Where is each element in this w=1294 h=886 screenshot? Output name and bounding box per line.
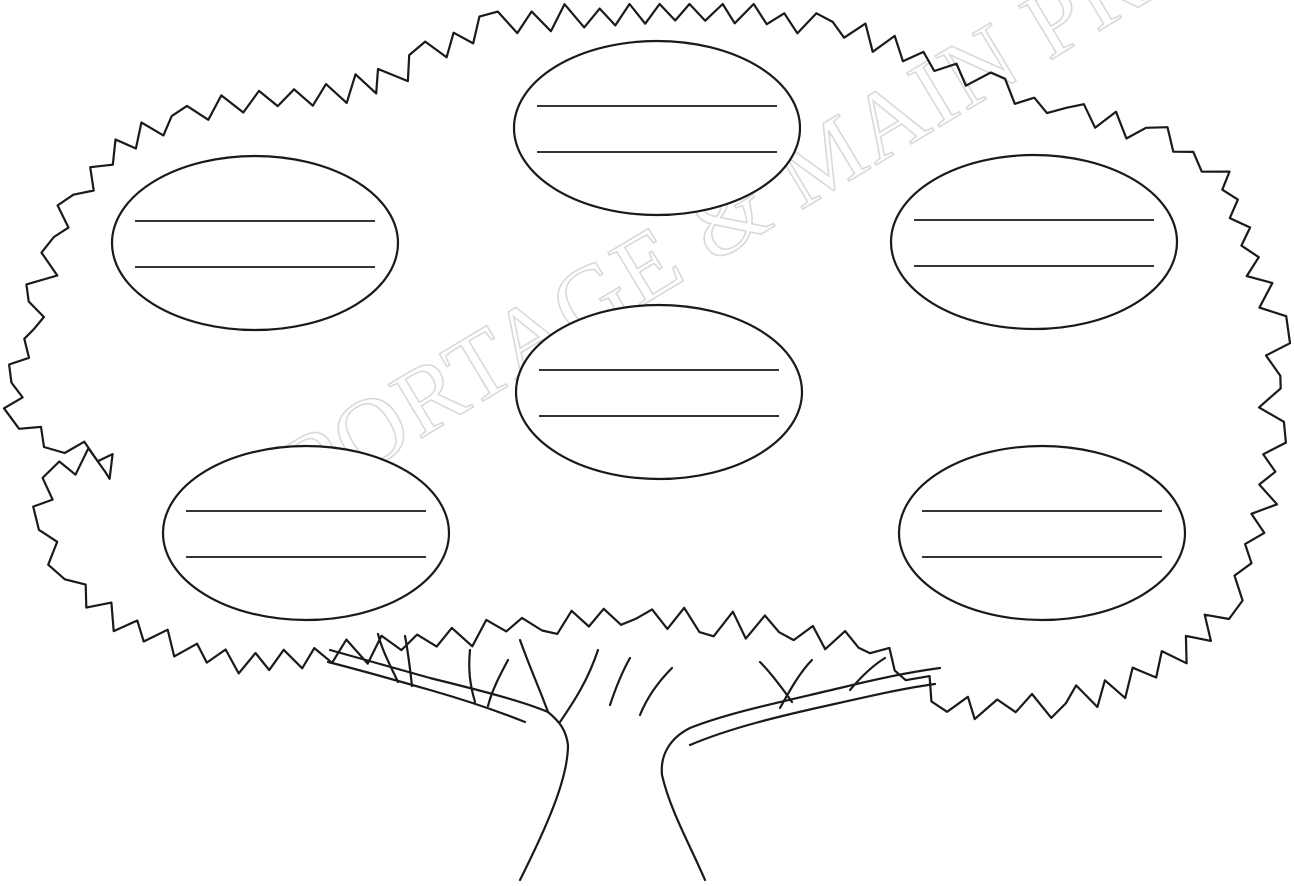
tree-trunk [328, 634, 940, 880]
oval-upper-left [112, 156, 398, 330]
oval-top-center [514, 41, 800, 215]
oval-lower-right [899, 446, 1185, 620]
oval-upper-right [891, 155, 1177, 329]
oval-middle-center [516, 305, 802, 479]
oval-lower-left [163, 446, 449, 620]
